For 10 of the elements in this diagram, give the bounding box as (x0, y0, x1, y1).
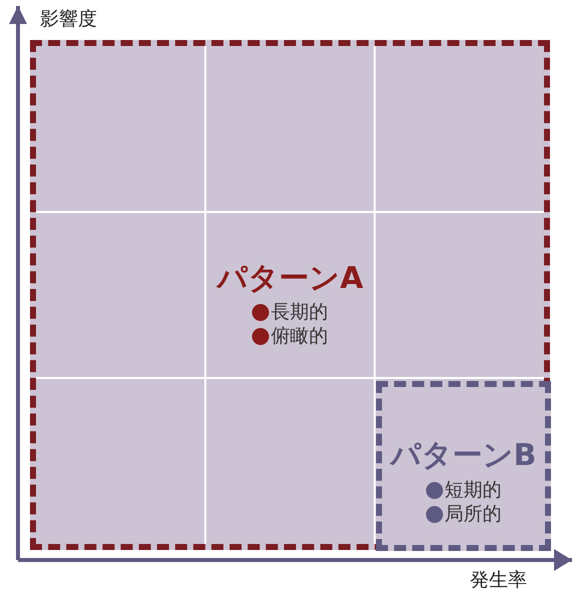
pattern-box (376, 381, 551, 551)
pattern-title: パターンB (390, 436, 536, 474)
bullet-text: 俯瞰的 (271, 324, 328, 349)
bullet-text: 短期的 (444, 478, 502, 503)
bullet-text: 長期的 (271, 300, 328, 325)
bullet-text: 局所的 (444, 502, 502, 527)
axis-label: 影響度 (40, 7, 97, 32)
pattern-title: パターンA (217, 260, 364, 298)
axis-label: 発生率 (470, 568, 527, 593)
pattern-area (30, 40, 550, 550)
